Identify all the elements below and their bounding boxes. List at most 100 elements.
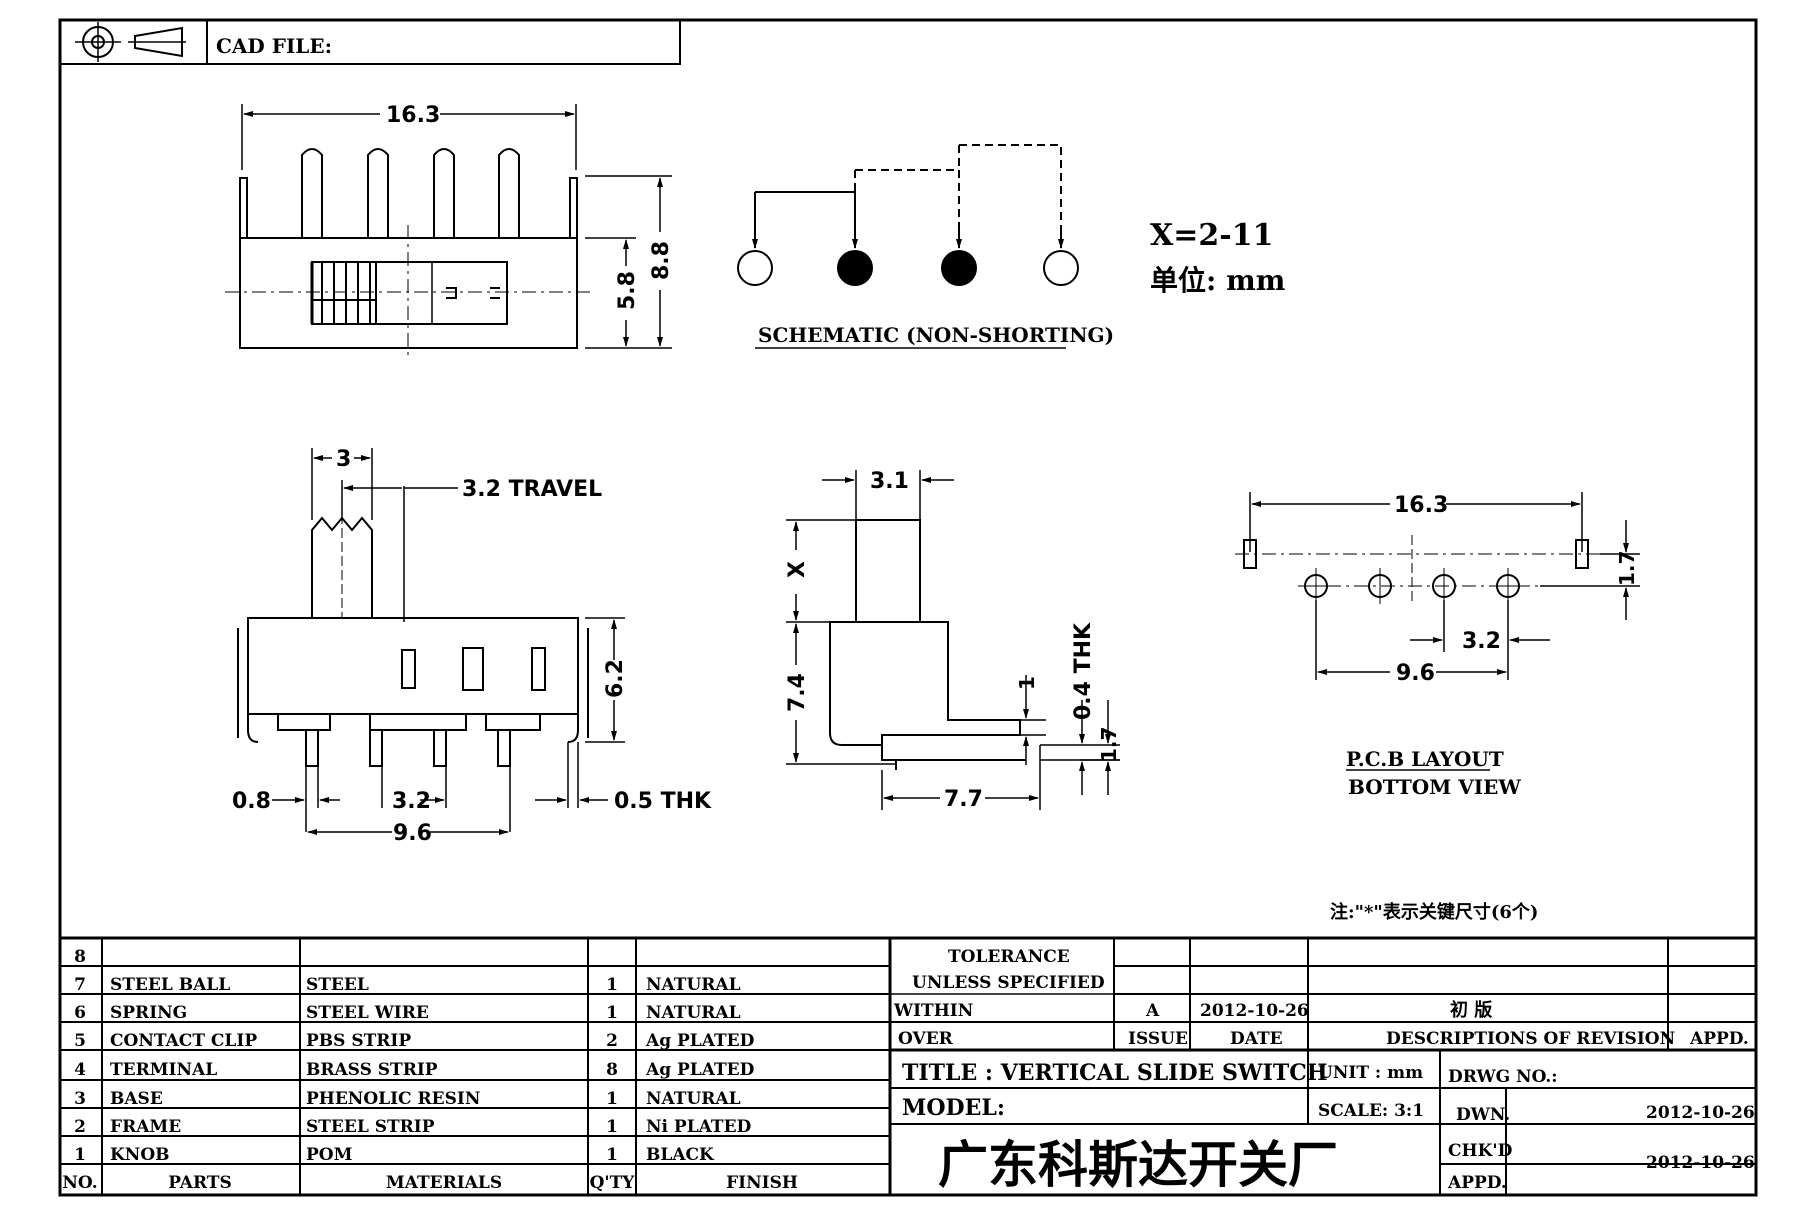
schematic-caption: SCHEMATIC (NON-SHORTING) [758, 323, 1114, 347]
revision-date: 2012-10-26 [1200, 1001, 1309, 1021]
bom-qty-cell: 1 [606, 1117, 618, 1137]
bom-part-cell: SPRING [110, 1003, 187, 1023]
schematic-diagram [737, 144, 1079, 349]
model-label: MODEL: [902, 1095, 1005, 1121]
scale-label: SCALE: 3:1 [1318, 1101, 1424, 1121]
bom-no-cell: 3 [74, 1089, 86, 1109]
bom-qty-cell: 1 [606, 1145, 618, 1165]
end-height-dim: 7.4 [785, 673, 810, 712]
side-knob-width-dim: 3 [336, 447, 351, 472]
bom-header-0: NO. [62, 1173, 97, 1193]
bom-material-cell: STEEL [306, 975, 369, 995]
bom-table-grid [60, 936, 1756, 1195]
header-box: CAD FILE: [59, 19, 681, 65]
bom-part-cell: CONTACT CLIP [110, 1031, 257, 1051]
unit-note: 单位: mm [1150, 264, 1285, 297]
projection-symbol-icon [75, 22, 186, 62]
end-thk-dim: 0.4 THK [1071, 622, 1096, 720]
key-dimension-note: 注:"*"表示关键尺寸(6个) [1330, 901, 1538, 923]
bom-material-cell: POM [306, 1145, 353, 1165]
tolerance-within: WITHIN [893, 1001, 973, 1021]
bom-no-cell: 4 [74, 1060, 86, 1080]
bom-no-cell: 7 [74, 975, 86, 995]
end-x-dim: X [785, 561, 810, 578]
bom-material-cell: STEEL STRIP [306, 1117, 435, 1137]
bom-part-cell: BASE [110, 1089, 163, 1109]
pcb-width-dim: 16.3 [1394, 493, 1448, 518]
checked-label: CHK'D [1448, 1141, 1513, 1161]
drawing-number-label: DRWG NO.: [1448, 1067, 1558, 1087]
end-knob-width-dim: 3.1 [870, 469, 909, 494]
drawing-title: TITLE : VERTICAL SLIDE SWITCH [902, 1060, 1328, 1086]
side-pitch-dim: 3.2 [392, 789, 431, 814]
bom-no-cell: 6 [74, 1003, 86, 1023]
side-travel-dim: 3.2 TRAVEL [462, 477, 602, 502]
side-pin-width-dim: 0.8 [232, 789, 271, 814]
bom-part-cell: STEEL BALL [110, 975, 230, 995]
bom-part-cell: FRAME [110, 1117, 181, 1137]
tolerance-over: OVER [898, 1029, 954, 1049]
company-name: 广东科斯达开关厂 [938, 1136, 1338, 1194]
checked-date: 2012-10-26 [1646, 1153, 1755, 1173]
drawn-date: 2012-10-26 [1646, 1103, 1755, 1123]
sheet-border [58, 18, 1758, 1197]
bom-material-cell: PHENOLIC RESIN [306, 1089, 480, 1109]
bom-material-cell: STEEL WIRE [306, 1003, 429, 1023]
bom-material-cell: BRASS STRIP [306, 1060, 438, 1080]
front-total-height-dim: 8.8 [649, 241, 674, 280]
bom-finish-cell: NATURAL [646, 1089, 741, 1109]
side-height-dim: 6.2 [603, 659, 628, 698]
bom-finish-cell: NATURAL [646, 1003, 741, 1023]
bom-qty-cell: 1 [606, 1003, 618, 1023]
drawn-label: DWN. [1456, 1105, 1510, 1125]
bom-header-4: FINISH [726, 1173, 798, 1193]
unit-label: UNIT : mm [1318, 1063, 1423, 1083]
side-view [237, 448, 625, 835]
date-label: DATE [1230, 1029, 1283, 1049]
pcb-offset-dim: 1.7 [1615, 551, 1639, 586]
end-dim-1: 1 [1015, 676, 1039, 690]
bom-finish-cell: BLACK [646, 1145, 715, 1165]
bom-material-cell: PBS STRIP [306, 1031, 411, 1051]
end-depth-dim: 7.7 [944, 787, 983, 812]
title-block-grid [890, 938, 1756, 1195]
bom-no-cell: 2 [74, 1117, 86, 1137]
bom-part-cell: TERMINAL [110, 1060, 217, 1080]
description-label: DESCRIPTIONS OF REVISION [1386, 1029, 1675, 1049]
front-body-height-dim: 5.8 [615, 271, 640, 310]
bom-header-3: Q'TY [590, 1173, 636, 1193]
pcb-layout [1235, 492, 1640, 771]
bom-qty-cell: 1 [606, 1089, 618, 1109]
bom-no-cell: 5 [74, 1031, 86, 1051]
bom-part-cell: KNOB [110, 1145, 170, 1165]
bom-finish-cell: Ni PLATED [646, 1117, 752, 1137]
bom-qty-cell: 1 [606, 975, 618, 995]
revision-appd-label: APPD. [1689, 1029, 1749, 1049]
bom-header-1: PARTS [168, 1173, 232, 1193]
front-view [225, 104, 672, 360]
bom-finish-cell: Ag PLATED [645, 1060, 755, 1080]
bom-no-cell: 1 [74, 1145, 86, 1165]
issue-label: ISSUE [1128, 1029, 1188, 1049]
pcb-caption: P.C.B LAYOUT [1346, 747, 1504, 771]
bom-finish-cell: NATURAL [646, 975, 741, 995]
tolerance-subtitle: UNLESS SPECIFIED [912, 973, 1105, 993]
end-dim-1-7: 1.7 [1097, 727, 1121, 762]
bom-qty-cell: 2 [606, 1031, 618, 1051]
side-thickness-dim: 0.5 THK [614, 789, 712, 814]
bom-qty-cell: 8 [606, 1060, 618, 1080]
tolerance-label: TOLERANCE [948, 947, 1070, 967]
pcb-pitch-dim: 3.2 [1462, 629, 1501, 654]
cad-file-label: CAD FILE: [216, 34, 332, 58]
bom-no-cell: 8 [74, 947, 86, 967]
side-span-dim: 9.6 [393, 821, 432, 846]
front-width-dim: 16.3 [386, 103, 440, 128]
bom-finish-cell: Ag PLATED [645, 1031, 755, 1051]
revision-issue: A [1145, 1001, 1160, 1021]
x-range-note: X=2-11 [1150, 218, 1274, 253]
pcb-caption-view: BOTTOM VIEW [1348, 775, 1521, 799]
revision-description: 初 版 [1450, 999, 1492, 1021]
end-view [786, 470, 1120, 810]
